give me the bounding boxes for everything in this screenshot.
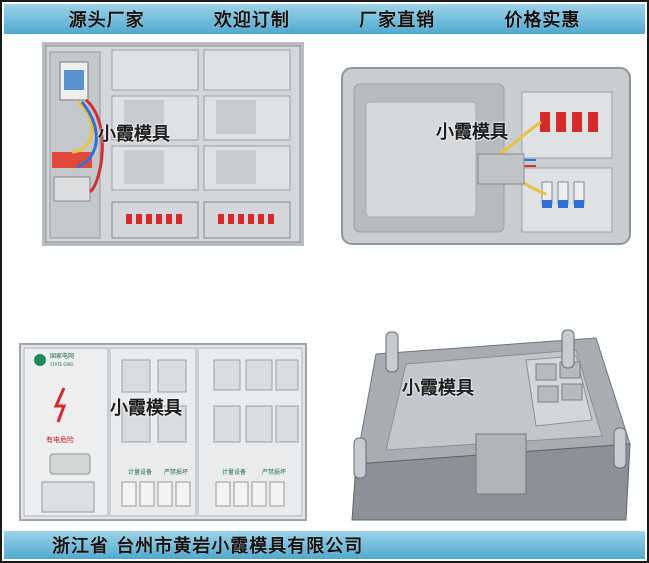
watermark-1: 小霞模具 (98, 124, 170, 145)
meter-label-2: 计量设备 (222, 468, 246, 476)
brand-name: 国家电网 (50, 352, 74, 360)
brand-sub: STATE GRID (50, 362, 73, 367)
danger-label: 有电危险 (46, 435, 74, 444)
seal-label-1: 严禁损坏 (164, 468, 188, 476)
closed-meter-box-photo: 国家电网 STATE GRID 有电危险 计量设备 严禁损坏 计量设备 严禁损坏 (18, 342, 308, 522)
mold-photo: 小霞模具 (346, 324, 636, 524)
slogan-1: 源头厂家 (68, 10, 145, 31)
single-meter-box-photo: 小霞模具 (336, 62, 636, 252)
slogan-bar: 源头厂家 欢迎订制 厂家直销 价格实惠 (4, 4, 645, 34)
slogan-3: 厂家直销 (359, 10, 436, 31)
meter-label-1: 计量设备 (128, 468, 152, 476)
watermark-4: 小霞模具 (402, 378, 474, 399)
seal-label-2: 严禁损坏 (262, 468, 286, 476)
slogan-2: 欢迎订制 (213, 10, 290, 31)
company-address: 浙江省 台州市黄岩小霞模具有限公司 (52, 536, 364, 557)
company-bar: 浙江省 台州市黄岩小霞模具有限公司 (4, 531, 645, 559)
watermark-3: 小霞模具 (110, 398, 182, 419)
open-meter-box-photo: 小霞模具 (42, 42, 304, 246)
slogan-4: 价格实惠 (504, 10, 581, 31)
watermark-2: 小霞模具 (436, 122, 508, 143)
